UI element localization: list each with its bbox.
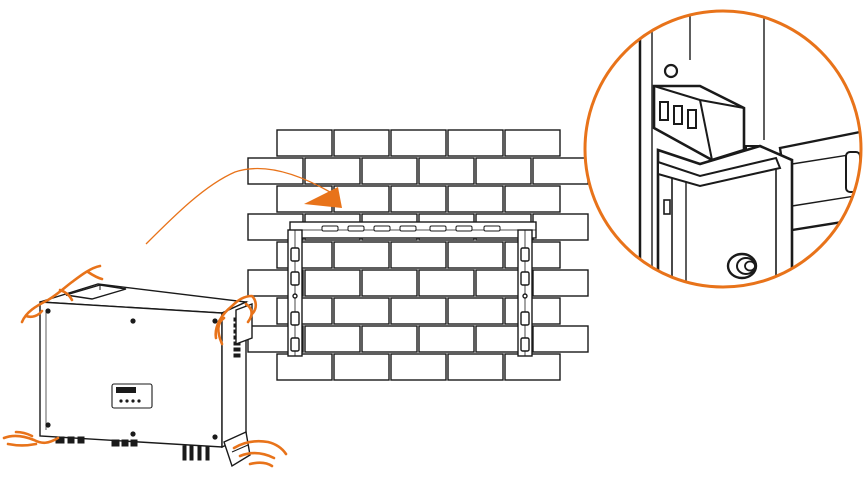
inverter-top-lid xyxy=(65,284,127,300)
callout-inverter-housing xyxy=(656,144,794,287)
callout-ring xyxy=(583,9,863,289)
brick xyxy=(418,325,475,353)
bracket-right-leg xyxy=(517,229,533,357)
brick xyxy=(447,353,504,381)
brick xyxy=(333,129,390,157)
brick xyxy=(247,157,304,185)
inverter-foot xyxy=(223,430,251,468)
arrow-head-icon xyxy=(304,187,342,208)
hand-top-right-icon xyxy=(214,294,258,340)
bracket-left-leg xyxy=(287,229,303,357)
brick xyxy=(532,269,589,297)
inverter-side-tab xyxy=(235,302,253,346)
hand-bottom-right-icon xyxy=(232,439,288,456)
brick xyxy=(304,325,361,353)
status-led-icons xyxy=(119,399,141,403)
brick xyxy=(276,297,333,325)
brick xyxy=(390,241,447,269)
brick xyxy=(361,269,418,297)
brick xyxy=(418,269,475,297)
brick xyxy=(333,353,390,381)
brick xyxy=(333,297,390,325)
brick xyxy=(504,129,561,157)
rail-slots xyxy=(321,225,501,232)
brick xyxy=(276,353,333,381)
hand-bottom-left-icon xyxy=(2,434,60,445)
brick xyxy=(304,157,361,185)
brick xyxy=(532,325,589,353)
detail-callout xyxy=(583,9,863,289)
brick xyxy=(390,129,447,157)
logo-badge xyxy=(116,387,136,393)
callout-cable-gland-icon xyxy=(726,252,758,280)
inverter-front-face xyxy=(39,301,223,448)
brick xyxy=(447,185,504,213)
brick xyxy=(390,297,447,325)
inverter xyxy=(39,283,253,468)
mounting-bracket xyxy=(287,221,537,357)
brick xyxy=(276,241,333,269)
brick xyxy=(333,241,390,269)
brick xyxy=(276,129,333,157)
brick xyxy=(504,185,561,213)
brick xyxy=(532,213,589,241)
brick xyxy=(304,269,361,297)
brick xyxy=(447,297,504,325)
brick xyxy=(447,129,504,157)
brick xyxy=(447,241,504,269)
brick xyxy=(361,157,418,185)
hands-lifting xyxy=(2,264,288,468)
lift-trajectory-line xyxy=(145,167,331,245)
brick xyxy=(504,353,561,381)
brick xyxy=(361,325,418,353)
brick xyxy=(418,157,475,185)
brick xyxy=(475,157,532,185)
brick xyxy=(532,157,589,185)
lift-arrow xyxy=(145,167,342,245)
brick xyxy=(333,185,390,213)
callout-screw-icon xyxy=(663,63,679,79)
brick xyxy=(390,353,447,381)
display-panel xyxy=(111,383,153,409)
brick xyxy=(390,185,447,213)
front-screws xyxy=(45,308,218,440)
